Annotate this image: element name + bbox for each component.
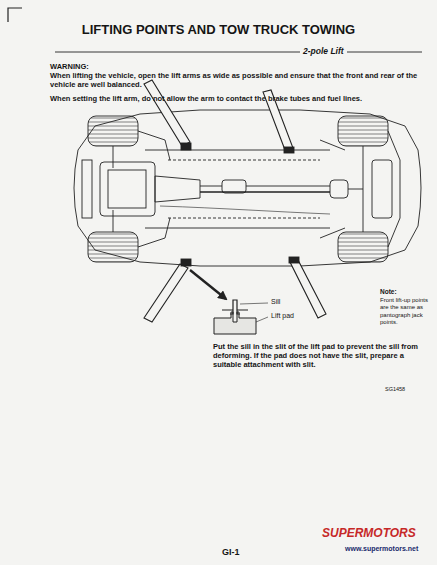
section-heading: 2-pole Lift [300, 46, 347, 56]
note-text: Front lift-up points are the same as pan… [380, 297, 432, 326]
warning-heading: WARNING: [50, 62, 89, 71]
page-title: LIFTING POINTS AND TOW TRUCK TOWING [0, 22, 437, 38]
watermark-url: www.supermotors.net [345, 545, 418, 554]
part-label: Lift pad [271, 312, 294, 321]
caption-text: Put the sill in the slit of the lift pad… [213, 342, 425, 369]
warning-text: When setting the lift arm, do not allow … [50, 94, 425, 103]
part-label: Sill [271, 298, 280, 307]
note-heading: Note: [380, 288, 397, 296]
figure-code: SG1458 [385, 386, 405, 393]
page-number: GI-1 [222, 547, 240, 558]
warning-text: When lifting the vehicle, open the lift … [50, 71, 425, 89]
watermark-logo: SUPERMOTORS [322, 526, 416, 541]
